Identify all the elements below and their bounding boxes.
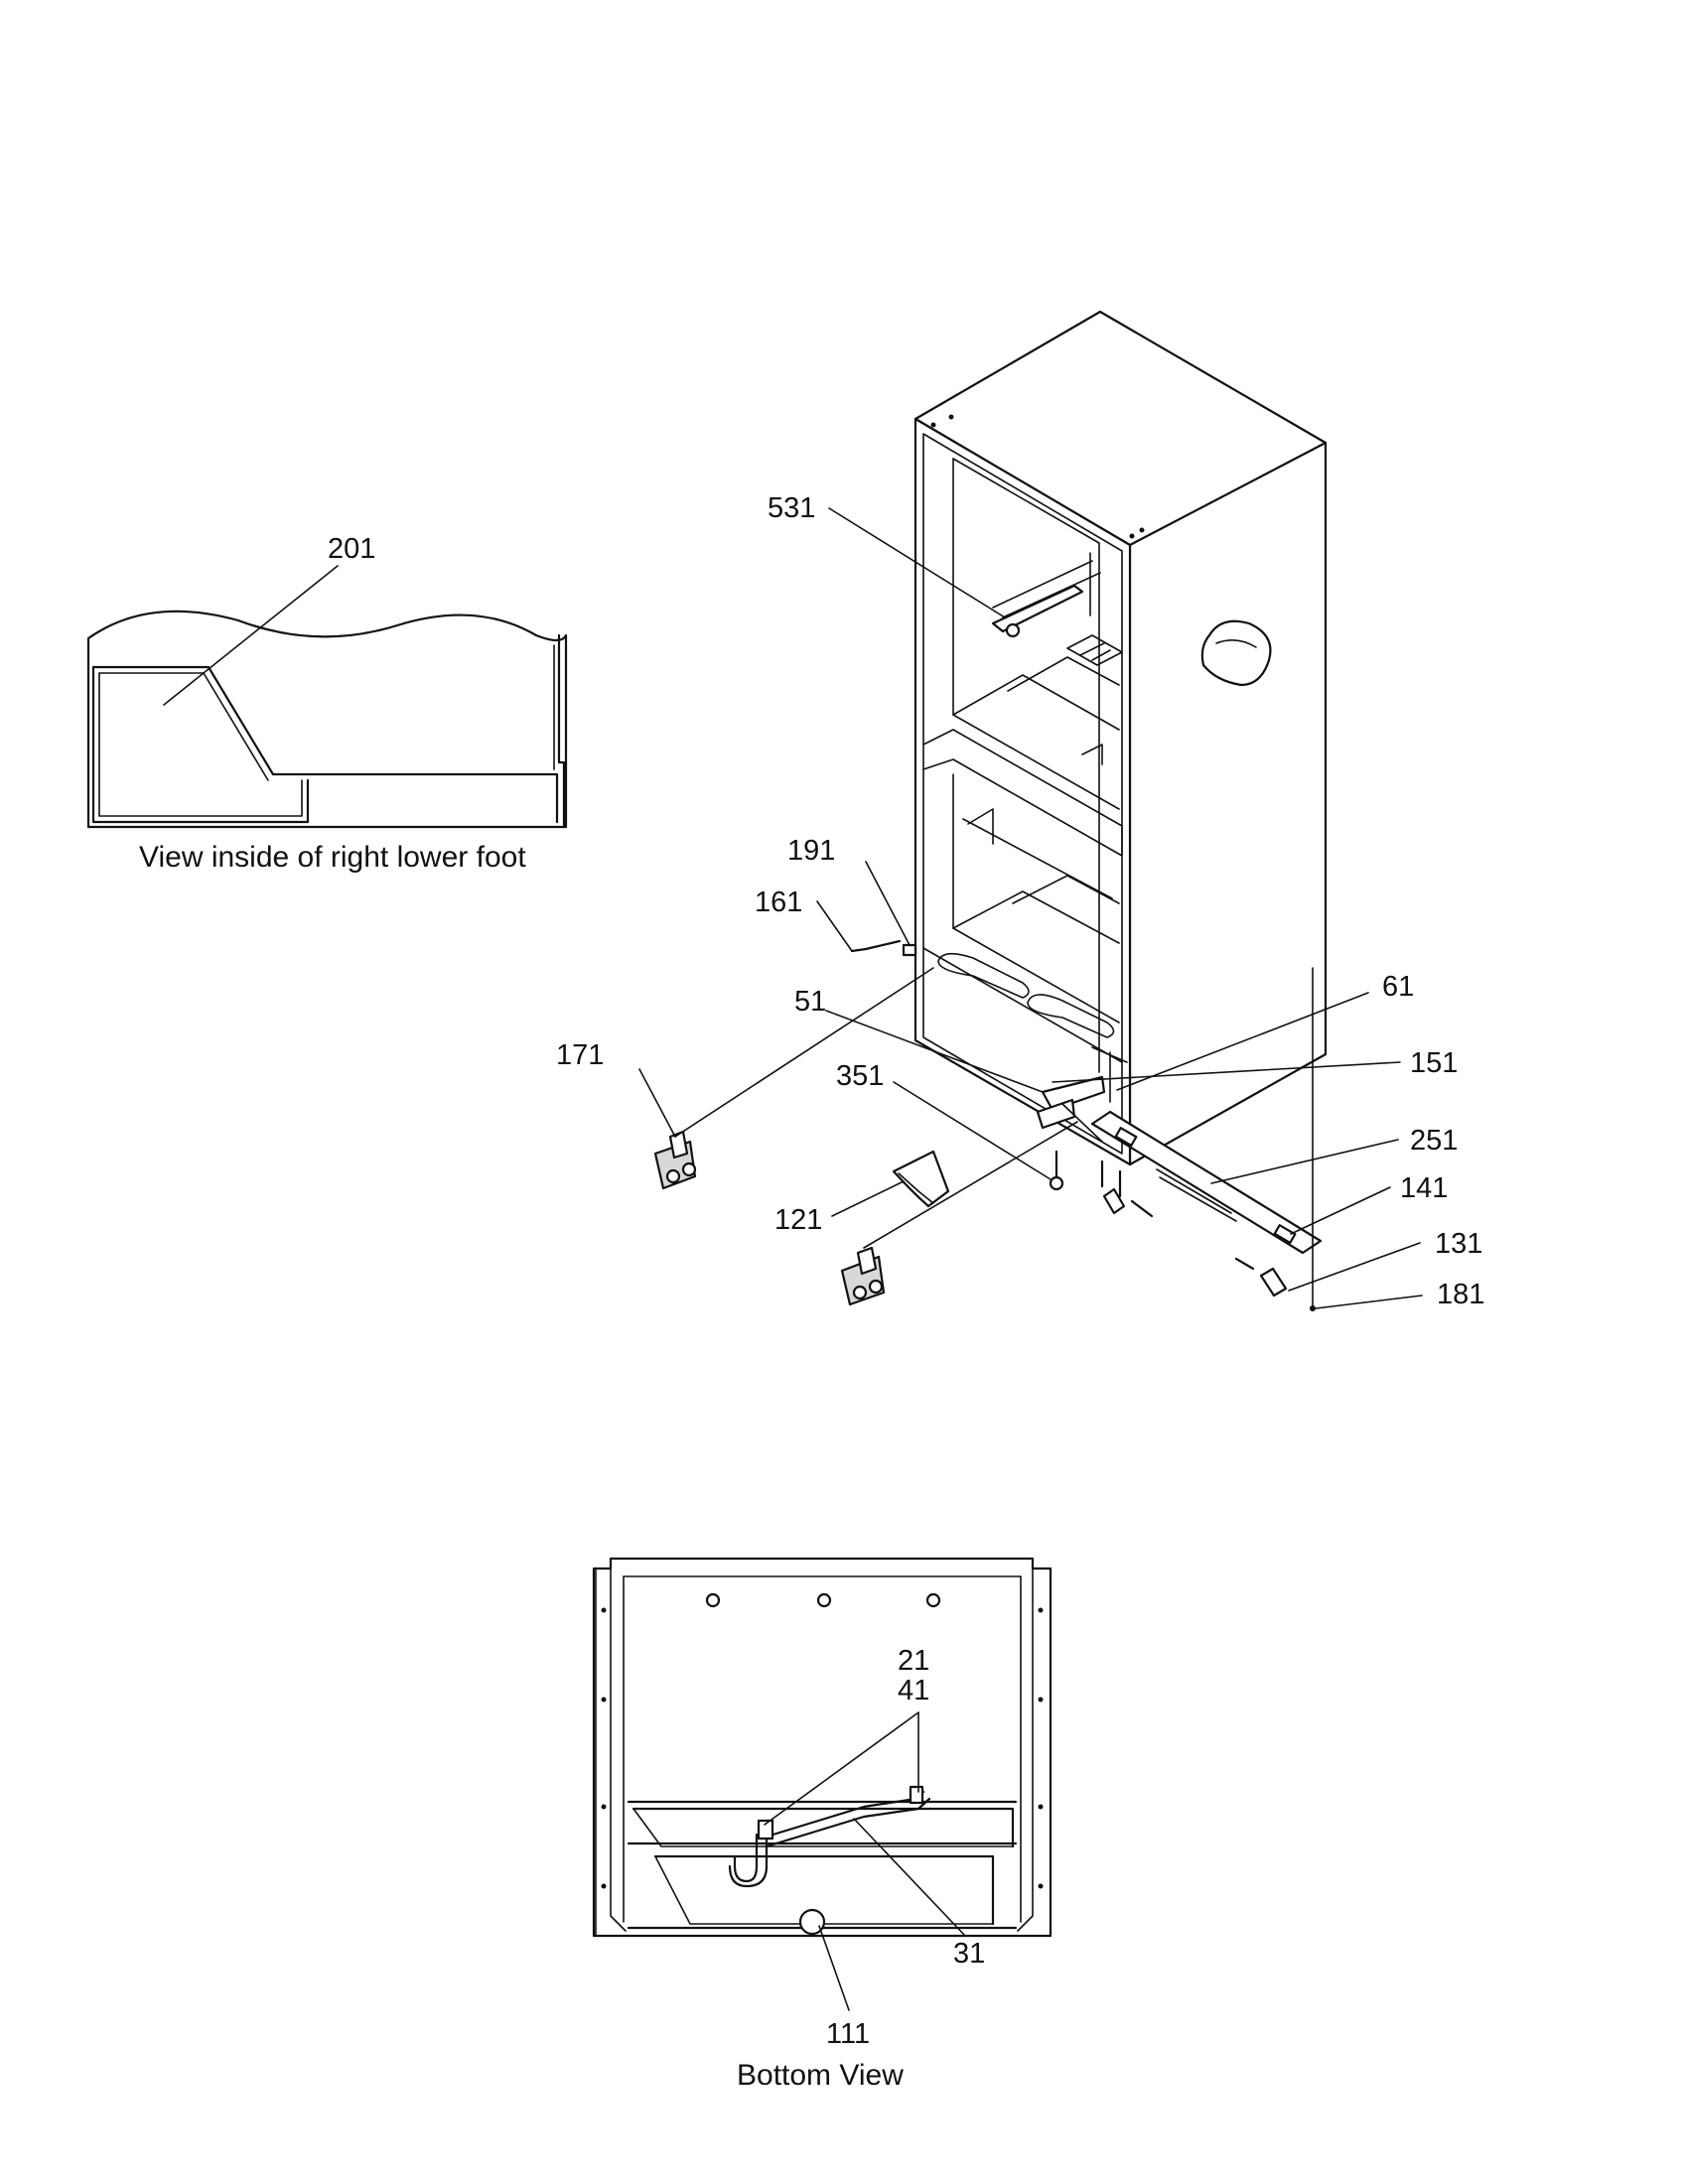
leader-151 xyxy=(1052,1061,1401,1083)
callout-151: 151 xyxy=(1410,1047,1458,1079)
leader-251 xyxy=(1210,1139,1399,1184)
assembly-line-171 xyxy=(674,967,934,1138)
vent-grid xyxy=(1066,634,1123,666)
callout-51: 51 xyxy=(794,986,826,1018)
leader-161 xyxy=(816,900,853,952)
part-351-screw xyxy=(1049,1150,1064,1191)
callout-171: 171 xyxy=(556,1039,604,1071)
foot-inset-view xyxy=(86,565,568,829)
refrigerator-cabinet xyxy=(913,310,1328,1166)
part-171-caster xyxy=(653,1130,697,1190)
leader-131 xyxy=(1288,1242,1421,1292)
bottom-view-caption: Bottom View xyxy=(737,2059,904,2092)
callout-41: 41 xyxy=(898,1675,929,1706)
leader-351 xyxy=(893,1081,1052,1180)
leader-201 xyxy=(163,565,339,706)
part-161-wire xyxy=(850,939,902,953)
callout-121: 121 xyxy=(774,1204,822,1236)
callout-61: 61 xyxy=(1382,971,1414,1003)
part-191 xyxy=(902,943,917,957)
callout-21: 21 xyxy=(898,1645,929,1677)
assembly-line-caster xyxy=(863,1121,1078,1249)
foot-hardware xyxy=(1100,1160,1288,1297)
leader-141 xyxy=(1290,1186,1391,1235)
leader-171 xyxy=(638,1068,676,1138)
drain-tube-assembly xyxy=(728,1785,931,1888)
inset-caption: View inside of right lower foot xyxy=(139,841,526,874)
leader-191 xyxy=(865,861,911,946)
part-531-rod xyxy=(991,584,1084,638)
callout-131: 131 xyxy=(1435,1228,1482,1260)
leader-111 xyxy=(818,1925,850,2011)
leader-121 xyxy=(831,1180,905,1217)
callout-181: 181 xyxy=(1437,1279,1484,1310)
leader-61 xyxy=(1116,992,1369,1091)
callout-531: 531 xyxy=(768,492,815,524)
leader-31 xyxy=(853,1818,966,1937)
part-121-foot-cover xyxy=(892,1150,950,1208)
callout-161: 161 xyxy=(755,887,802,918)
leader-41-a xyxy=(764,1711,919,1826)
leader-531 xyxy=(828,507,1006,618)
callout-141: 141 xyxy=(1400,1172,1448,1204)
bottom-view xyxy=(592,1557,1052,1938)
part-251-foot-plate xyxy=(1090,1110,1323,1255)
callout-351: 351 xyxy=(836,1060,884,1092)
front-caster xyxy=(840,1246,886,1306)
leader-51 xyxy=(825,1010,1044,1093)
assembly-line-bracket xyxy=(1061,1103,1103,1143)
callout-111: 111 xyxy=(826,2018,870,2050)
part-181 xyxy=(1310,1305,1316,1311)
callout-191: 191 xyxy=(787,835,835,867)
callout-201: 201 xyxy=(328,533,375,565)
callout-251: 251 xyxy=(1410,1125,1458,1157)
part-111-drain xyxy=(798,1908,826,1936)
callout-31: 31 xyxy=(953,1938,985,1970)
leader-181 xyxy=(1315,1295,1423,1309)
